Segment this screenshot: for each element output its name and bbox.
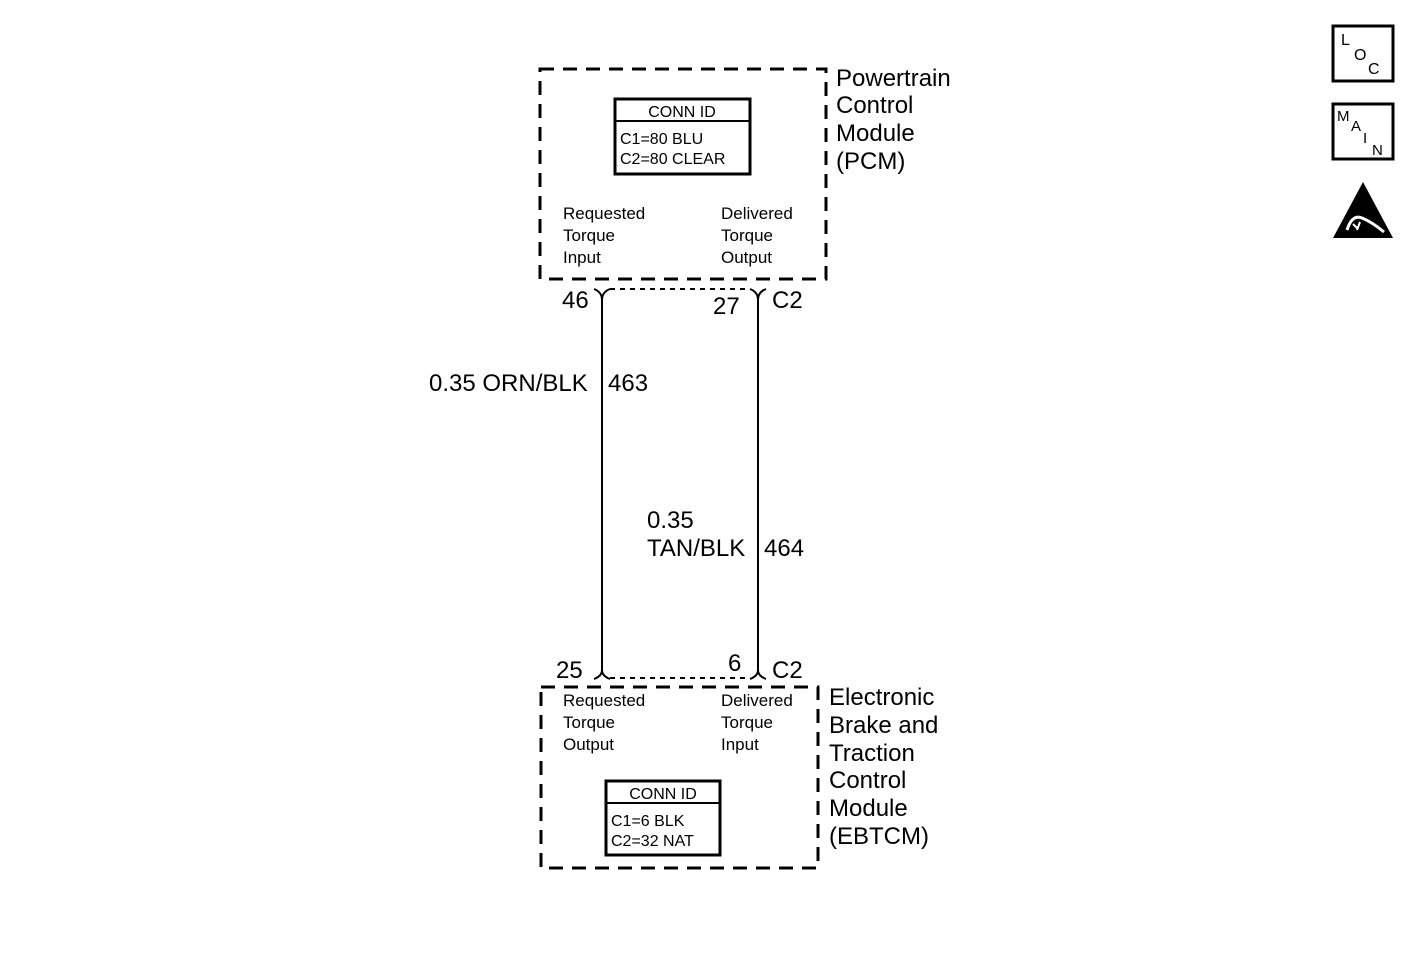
ebtcm-name-1: Electronic: [829, 684, 934, 711]
ebtcm-conn-id-title: CONN ID: [629, 786, 697, 803]
ebtcm-left-func-3: Output: [563, 735, 614, 754]
pcm-pin-left: 46: [562, 287, 589, 314]
svg-text:I: I: [1363, 130, 1367, 147]
pcm-conn-id-box: CONN ID C1=80 BLU C2=80 CLEAR: [613, 97, 752, 176]
ebtcm-pin-6-terminal: [749, 669, 767, 680]
pcm-name-1: Powertrain: [836, 65, 951, 92]
svg-text:C: C: [1368, 61, 1380, 78]
wire-464-color: TAN/BLK: [647, 535, 745, 562]
main-icon[interactable]: M A I N: [1331, 102, 1395, 161]
ebtcm-name-4: Control: [829, 767, 906, 794]
pcm-pin-right: 27: [713, 293, 740, 320]
pcm-conn-c2: C2=80 CLEAR: [620, 151, 725, 168]
ebtcm-name-6: (EBTCM): [829, 823, 929, 850]
ebtcm-connector-id: C2: [772, 657, 803, 684]
ebtcm-left-func-1: Requested: [563, 691, 645, 710]
pcm-conn-id-title: CONN ID: [648, 104, 716, 121]
wire-464-circuit: 464: [764, 535, 804, 562]
ebtcm-right-func-1: Delivered: [721, 691, 793, 710]
ebtcm-pin-25-terminal: [593, 669, 611, 680]
ebtcm-name-3: Traction: [829, 740, 915, 767]
ebtcm-module: Requested Torque Output Delivered Torque…: [539, 684, 938, 870]
ebtcm-right-func-3: Input: [721, 735, 759, 754]
ebtcm-conn-c2: C2=32 NAT: [611, 833, 694, 850]
ebtcm-name-5: Module: [829, 795, 908, 822]
pcm-left-func-2: Torque: [563, 226, 615, 245]
pcm-name-4: (PCM): [836, 148, 905, 175]
pcm-left-func-3: Input: [563, 248, 601, 267]
pcm-module: CONN ID C1=80 BLU C2=80 CLEAR Requested …: [538, 65, 951, 281]
esd-warning-icon: [1333, 182, 1393, 238]
wire-463-circuit: 463: [608, 370, 648, 397]
svg-text:L: L: [1341, 32, 1350, 49]
loc-icon[interactable]: L O C: [1331, 24, 1395, 83]
pcm-connector-id: C2: [772, 287, 803, 314]
pcm-pin-27-terminal: [749, 288, 767, 301]
ebtcm-outline: [539, 685, 820, 870]
ebtcm-left-func-2: Torque: [563, 713, 615, 732]
pcm-right-func-1: Delivered: [721, 204, 793, 223]
ebtcm-conn-c1: C1=6 BLK: [611, 813, 685, 830]
ebtcm-conn-id-box: CONN ID C1=6 BLK C2=32 NAT: [604, 779, 722, 857]
ebtcm-right-func-2: Torque: [721, 713, 773, 732]
wire-464-gauge: 0.35: [647, 507, 694, 534]
pcm-conn-c1: C1=80 BLU: [620, 131, 703, 148]
ebtcm-pin-left: 25: [556, 657, 583, 684]
wire-463-gauge-color: 0.35 ORN/BLK: [429, 370, 588, 397]
svg-text:M: M: [1337, 108, 1350, 125]
pcm-pin-46-terminal: [593, 288, 611, 301]
pcm-left-func-1: Requested: [563, 204, 645, 223]
svg-text:A: A: [1351, 118, 1361, 135]
pcm-right-func-2: Torque: [721, 226, 773, 245]
ebtcm-name-2: Brake and: [829, 712, 938, 739]
pcm-name-2: Control: [836, 92, 913, 119]
pcm-outline: [538, 67, 828, 281]
svg-text:N: N: [1372, 142, 1383, 159]
ebtcm-pin-right: 6: [728, 650, 741, 677]
pcm-right-func-3: Output: [721, 248, 772, 267]
svg-text:O: O: [1354, 47, 1366, 64]
pcm-name-3: Module: [836, 120, 915, 147]
